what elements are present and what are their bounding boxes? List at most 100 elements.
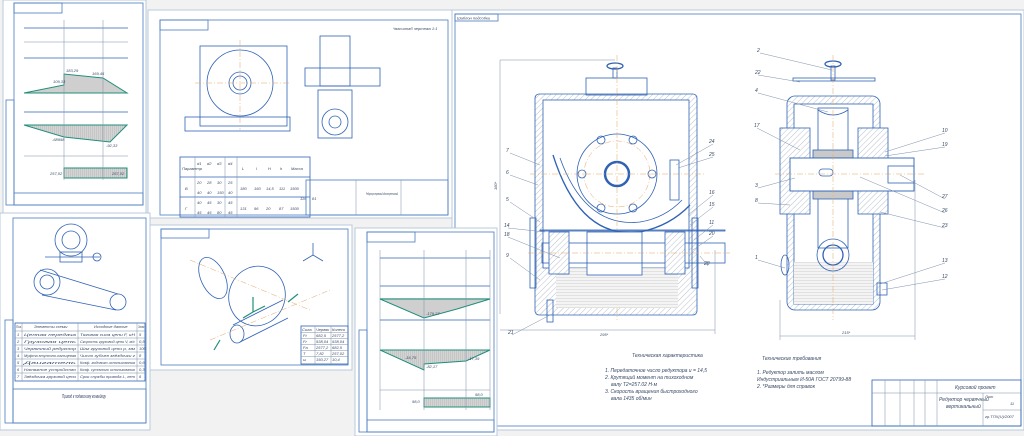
part-number: 11 bbox=[709, 220, 714, 226]
part-number: 25 bbox=[708, 152, 715, 158]
table-cell: Fr bbox=[303, 339, 307, 344]
table-header: Масса bbox=[291, 166, 304, 171]
table-cell: Скорость грузовой цепи V, м/с bbox=[80, 339, 135, 344]
part-number: 4 bbox=[755, 88, 758, 94]
part-number: 13 bbox=[942, 258, 948, 264]
tech-requirements: Технические требования 1. Редуктор залит… bbox=[756, 356, 851, 390]
part-number: 22 bbox=[754, 70, 761, 76]
table-cell: 28 bbox=[206, 180, 212, 185]
moment-value: -179,27 bbox=[426, 311, 440, 316]
table-cell: 96 bbox=[254, 206, 259, 211]
tech-line: валу T2=257.02 Н·м bbox=[611, 382, 658, 388]
side-view: 215* bbox=[775, 55, 925, 340]
moment-value: 257,02 bbox=[49, 171, 63, 176]
table-header: Червяк bbox=[316, 327, 330, 332]
table-header: Знач. bbox=[138, 324, 145, 329]
part-number: 2 bbox=[756, 48, 760, 54]
table-cell: 40 bbox=[197, 190, 202, 195]
table-cell: 7,82 bbox=[316, 351, 325, 356]
table-cell: 81 bbox=[312, 196, 316, 201]
table-cell: Червячный редуктор bbox=[24, 346, 77, 351]
part-number: 8 bbox=[755, 198, 758, 204]
table-cell: ω bbox=[303, 357, 306, 362]
requirement-line: 2. *Размеры для справок bbox=[756, 384, 816, 390]
sheet-title: Редуктор червячный одноступенчатый bbox=[366, 191, 398, 196]
table-cell: 45 bbox=[207, 210, 212, 215]
table-cell: 30 bbox=[217, 180, 222, 185]
table-cell: Муфта втулочно-пальцевая bbox=[24, 353, 77, 358]
table-cell: 1 bbox=[17, 332, 19, 337]
table-cell: 7 bbox=[17, 374, 20, 379]
moment-value: -92,33 bbox=[106, 143, 118, 148]
table-cell: 40 bbox=[207, 190, 212, 195]
table-cell: 257,02 bbox=[331, 351, 345, 356]
table-header: Сила bbox=[302, 327, 312, 332]
sheet-moment-diagrams-worm[interactable]: -179,27 -16,75 -82,17 -17,39 98,0 98,0 bbox=[354, 227, 498, 436]
side-width-dimension: 215* bbox=[841, 330, 851, 335]
part-number: 20 bbox=[708, 231, 715, 237]
table-cell: 40 bbox=[197, 200, 202, 205]
moment-value: -17,39 bbox=[468, 356, 480, 361]
moment-value: 98,0 bbox=[412, 399, 421, 404]
sheet-kinematic-scheme[interactable]: Поз. Элементы схемы Исходные данные Знач… bbox=[0, 212, 151, 431]
sheet-moment-diagrams-shaft[interactable]: 109,33 183,29 169,45 -68998 -92,33 257,0… bbox=[2, 0, 147, 214]
table-cell: 682,5 bbox=[316, 333, 327, 338]
table-cell: В bbox=[185, 186, 188, 191]
part-number: 16 bbox=[709, 190, 715, 196]
part-number: 26 bbox=[941, 208, 948, 214]
table-cell: 5 bbox=[17, 360, 20, 365]
table-cell: 20 bbox=[265, 206, 271, 211]
moment-value: 257,02 bbox=[111, 171, 125, 176]
table-cell: 6 bbox=[17, 367, 20, 372]
moment-value: -68998 bbox=[52, 137, 65, 142]
table-cell: 111 bbox=[279, 186, 285, 191]
table-cell: 100 bbox=[139, 346, 146, 351]
table-cell: 0,5 bbox=[139, 339, 145, 344]
scale-note: *масштаб чертежа 1:1 bbox=[393, 26, 437, 31]
table-cell: 1500 bbox=[290, 186, 300, 191]
project-label: Курсовой проект bbox=[955, 384, 996, 391]
table-header: L bbox=[242, 166, 244, 171]
corner-label: Шаблон подсобки bbox=[457, 16, 491, 21]
table-cell: 30 bbox=[217, 200, 222, 205]
table-cell: Коэф. годового использования bbox=[80, 360, 136, 365]
table-header: d4 bbox=[228, 161, 233, 166]
width-dimension: 295* bbox=[599, 332, 609, 337]
tech-characteristics-title: Техническая характеристика bbox=[632, 353, 703, 359]
part-number: 3 bbox=[755, 183, 758, 189]
part-number: 10 bbox=[942, 128, 948, 134]
drawing-code: гр.ТПХ(U)/2007 bbox=[985, 414, 1015, 419]
table-cell: 4 bbox=[17, 353, 20, 358]
table-cell: 150 bbox=[217, 190, 224, 195]
tech-line: 3. Скорость вращения быстроходного bbox=[605, 389, 698, 395]
table-cell: 87 bbox=[279, 206, 284, 211]
tech-line: 2. Крутящий момент на тихоходном bbox=[604, 374, 694, 381]
table-cell: 150,27 bbox=[316, 357, 329, 362]
part-number: 28 bbox=[703, 261, 710, 267]
table-cell: Звёздочка грузовой цепи bbox=[24, 374, 77, 379]
table-cell: 938,04 bbox=[332, 339, 345, 344]
part-number: 14 bbox=[504, 223, 510, 229]
table-cell: 2 bbox=[16, 339, 20, 344]
table-header: Исходные данные bbox=[94, 324, 128, 329]
tech-line: вала 1435 об/мин bbox=[611, 396, 652, 402]
table-cell: T bbox=[303, 351, 306, 356]
part-number: 5 bbox=[506, 197, 509, 203]
table-cell: Грузовая цепь bbox=[24, 339, 76, 344]
moment-value: -16,75 bbox=[405, 355, 417, 360]
part-number: 19 bbox=[942, 142, 948, 148]
table-cell: Двигатель bbox=[22, 360, 76, 365]
table-cell: 938,04 bbox=[316, 339, 329, 344]
sheet-reducer-dimensions[interactable]: *масштаб чертежа 1:1 Параметр d1 d2 d3 d… bbox=[147, 9, 453, 219]
moment-value: 109,33 bbox=[53, 79, 66, 84]
part-number: 21 bbox=[507, 330, 514, 336]
sheet-reducer-assembly[interactable]: Шаблон подсобки 180* 295* bbox=[451, 9, 1024, 431]
table-cell: 180 bbox=[240, 186, 247, 191]
tech-characteristics: Техническая характеристика 1. Передаточн… bbox=[604, 353, 707, 402]
part-number: 12 bbox=[942, 274, 948, 280]
table-cell: 1500 bbox=[290, 206, 300, 211]
table-header: Поз. bbox=[16, 324, 22, 329]
